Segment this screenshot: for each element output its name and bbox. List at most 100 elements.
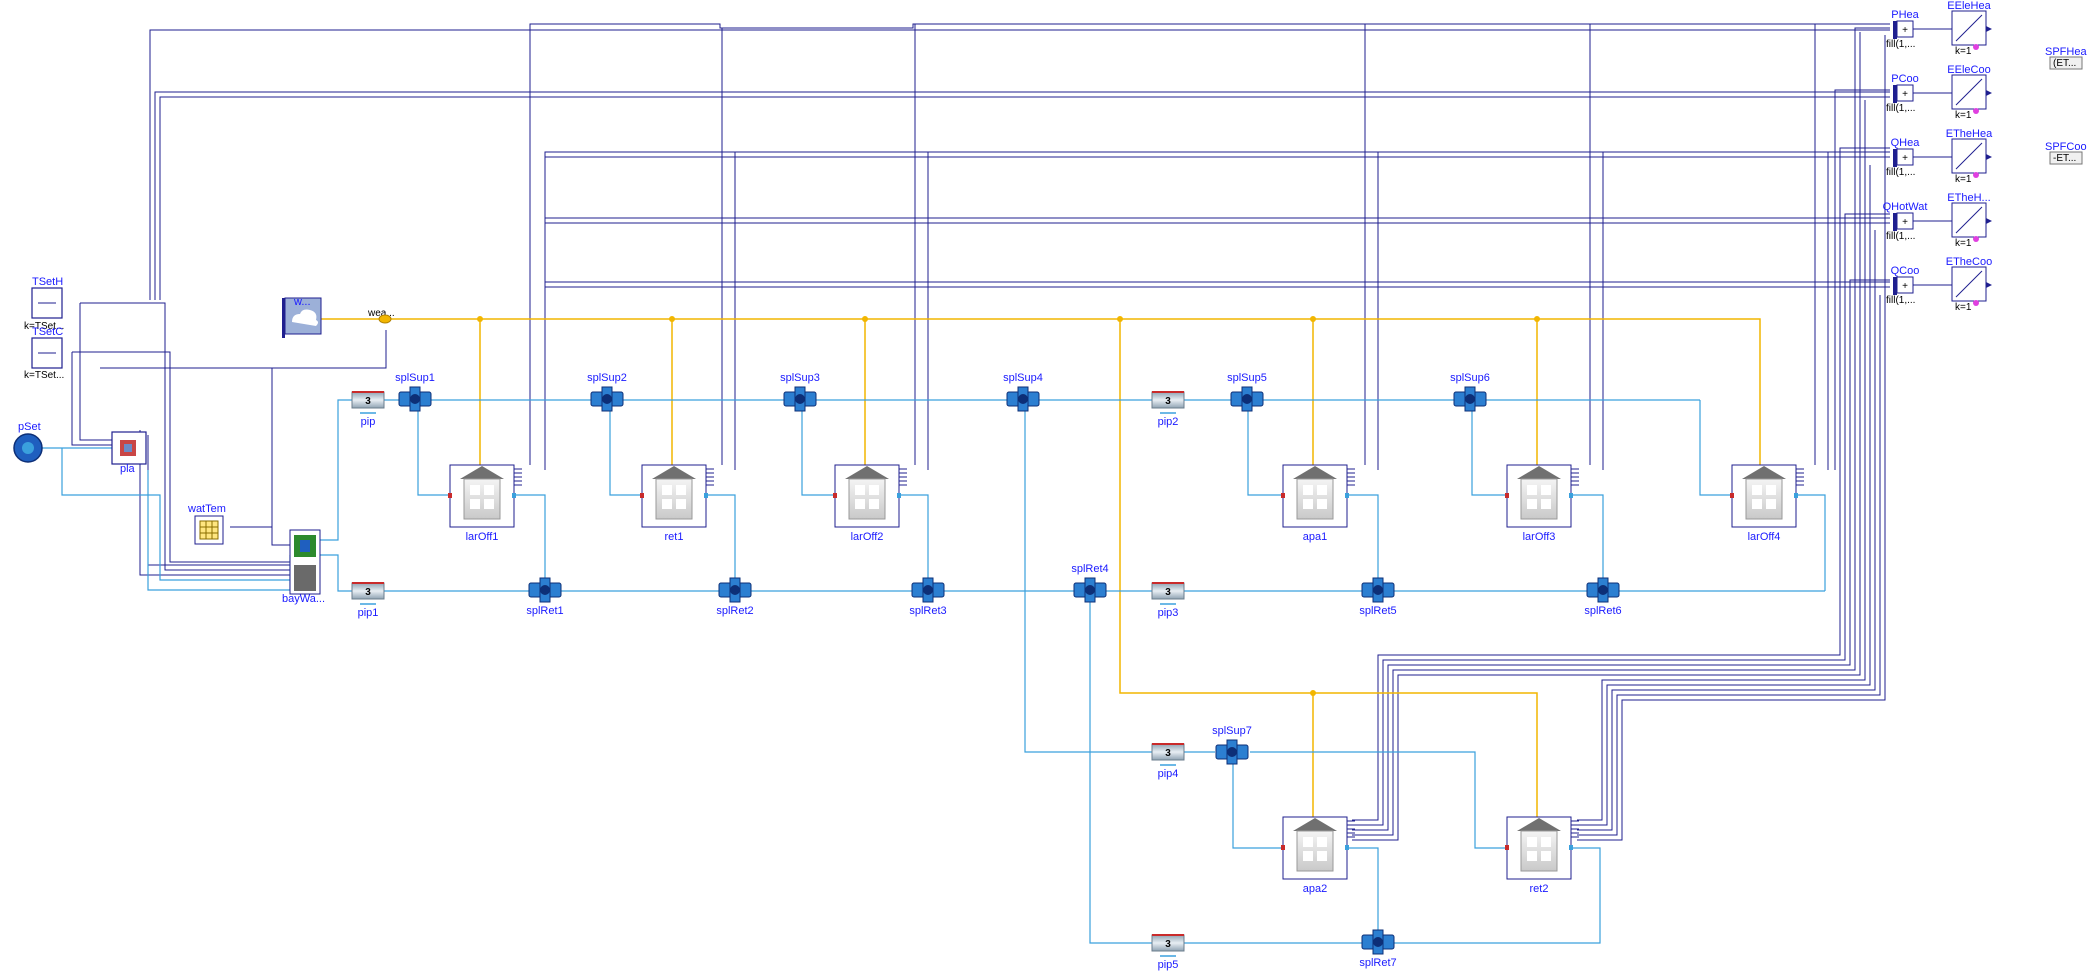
splitter-items: splSup1 splSup2 splSup3 splSup4 splSup5 splSu… bbox=[395, 372, 1622, 969]
sum-PCoo[interactable]: +PCoofill(1,... bbox=[1886, 73, 1952, 114]
splitter-splSup5[interactable]: splSup5 bbox=[1227, 372, 1267, 412]
pipe-value: 3 bbox=[365, 396, 371, 407]
integrator-param: k=1 bbox=[1955, 238, 1972, 249]
splitter-splSup3[interactable]: splSup3 bbox=[780, 372, 820, 412]
integrator-param: k=1 bbox=[1955, 110, 1972, 121]
splitter-label: splSup1 bbox=[395, 372, 435, 384]
splitter-label: splRet1 bbox=[526, 605, 563, 617]
splitter-splSup2[interactable]: splSup2 bbox=[587, 372, 627, 412]
pipe-pip[interactable]: 3 pip bbox=[351, 391, 385, 428]
integrator-param: k=1 bbox=[1955, 46, 1972, 57]
building-larOff4[interactable]: larOff4 bbox=[1730, 464, 1804, 543]
splitter-label: splRet7 bbox=[1359, 957, 1396, 969]
wattem-label: watTem bbox=[187, 503, 226, 515]
weather-bus-dots bbox=[477, 316, 1540, 696]
building-label: apa1 bbox=[1303, 531, 1327, 543]
integrator-param: k=1 bbox=[1955, 302, 1972, 313]
sum-QCoo[interactable]: +QCoofill(1,... bbox=[1886, 265, 1952, 306]
svg-text:+: + bbox=[1902, 281, 1908, 292]
wattem-block[interactable]: watTem bbox=[187, 503, 226, 545]
splitter-splRet2[interactable]: splRet2 bbox=[716, 577, 754, 617]
integrator-label: EEleHea bbox=[1947, 0, 1991, 12]
building-larOff1[interactable]: larOff1 bbox=[448, 464, 522, 543]
plant-block[interactable]: pla bbox=[111, 431, 147, 475]
integrator-label: EEleCoo bbox=[1947, 64, 1990, 76]
spfcoo-label: SPFCoo bbox=[2045, 141, 2087, 153]
splitter-splRet5[interactable]: splRet5 bbox=[1359, 577, 1397, 617]
building-ret2[interactable]: ret2 bbox=[1505, 816, 1579, 895]
splitter-splSup7[interactable]: splSup7 bbox=[1212, 725, 1252, 765]
splitter-splRet4[interactable]: splRet4 bbox=[1071, 563, 1109, 603]
integrator-ETheH...[interactable]: ETheH...k=1 bbox=[1947, 192, 1992, 249]
splitter-splSup4[interactable]: splSup4 bbox=[1003, 372, 1043, 412]
splitter-splRet1[interactable]: splRet1 bbox=[526, 577, 564, 617]
weather-label: w... bbox=[293, 296, 311, 308]
building-apa2[interactable]: apa2 bbox=[1281, 816, 1355, 895]
weather-bus-label: wea... bbox=[367, 308, 395, 319]
sum-QHea[interactable]: +QHeafill(1,... bbox=[1886, 137, 1952, 178]
tsetc-block[interactable]: TSetC k=TSet... bbox=[24, 326, 64, 381]
sum-label: QHotWat bbox=[1883, 201, 1928, 213]
building-larOff3[interactable]: larOff3 bbox=[1505, 464, 1579, 543]
integrator-param: k=1 bbox=[1955, 174, 1972, 185]
sum-param: fill(1,... bbox=[1886, 295, 1915, 306]
sum-PHea[interactable]: +PHeafill(1,... bbox=[1886, 9, 1952, 50]
building-larOff2[interactable]: larOff2 bbox=[833, 464, 907, 543]
building-ret1[interactable]: ret1 bbox=[640, 464, 714, 543]
weather-block[interactable]: w... wea... bbox=[282, 296, 395, 338]
pipe-value: 3 bbox=[1165, 748, 1171, 759]
splitter-label: splRet4 bbox=[1071, 563, 1108, 575]
sum-param: fill(1,... bbox=[1886, 167, 1915, 178]
pipe-label: pip4 bbox=[1158, 768, 1179, 780]
sum-QHotWat[interactable]: + QHotWat fill(1,... bbox=[1883, 201, 1952, 242]
pipe-value: 3 bbox=[1165, 939, 1171, 950]
pipe-label: pip1 bbox=[358, 607, 379, 619]
integrator-EEleHea[interactable]: EEleHea k=1 bbox=[1947, 0, 1992, 57]
svg-text:+: + bbox=[1902, 217, 1908, 228]
spfhea-label: SPFHea bbox=[2045, 46, 2087, 58]
sum-param: fill(1,... bbox=[1886, 231, 1915, 242]
plant-label: pla bbox=[120, 463, 136, 475]
splitter-splSup6[interactable]: splSup6 bbox=[1450, 372, 1490, 412]
pipe-pip4[interactable]: 3 pip4 bbox=[1151, 743, 1185, 780]
splitter-label: splSup6 bbox=[1450, 372, 1490, 384]
splitter-splRet6[interactable]: splRet6 bbox=[1584, 577, 1622, 617]
tseth-label: TSetH bbox=[32, 276, 63, 288]
tsetc-param: k=TSet... bbox=[24, 370, 64, 381]
pipe-value: 3 bbox=[1165, 396, 1171, 407]
pipe-label: pip2 bbox=[1158, 416, 1179, 428]
integrator-EEleCoo[interactable]: EEleCoo k=1 bbox=[1947, 64, 1992, 121]
splitter-splSup1[interactable]: splSup1 bbox=[395, 372, 435, 412]
spfcoo-output[interactable]: SPFCoo -ET... bbox=[2045, 141, 2087, 165]
tseth-block[interactable]: TSetH k=TSet... bbox=[24, 276, 64, 332]
integrator-ETheCoo[interactable]: ETheCoo k=1 bbox=[1946, 256, 1992, 313]
building-label: ret2 bbox=[1530, 883, 1549, 895]
splitter-label: splSup7 bbox=[1212, 725, 1252, 737]
splitter-label: splSup5 bbox=[1227, 372, 1267, 384]
splitter-label: splSup2 bbox=[587, 372, 627, 384]
building-icon bbox=[652, 466, 696, 479]
splitter-label: splSup3 bbox=[780, 372, 820, 384]
pipe-pip2[interactable]: 3 pip2 bbox=[1151, 391, 1185, 428]
splitter-splRet7[interactable]: splRet7 bbox=[1359, 929, 1397, 969]
pipe-label: pip bbox=[361, 416, 376, 428]
spfcoo-value: -ET... bbox=[2053, 153, 2076, 164]
splitter-label: splRet6 bbox=[1584, 605, 1621, 617]
spfhea-output[interactable]: SPFHea (ET... bbox=[2045, 46, 2087, 70]
baywater-block[interactable]: bayWa... bbox=[282, 529, 325, 605]
sum-param: fill(1,... bbox=[1886, 39, 1915, 50]
building-icon bbox=[1742, 466, 1786, 479]
building-icon bbox=[845, 466, 889, 479]
building-items: larOff1 ret1 larOff2 apa1 larOff3 larOff4 apa2… bbox=[448, 464, 1804, 895]
splitter-splRet3[interactable]: splRet3 bbox=[909, 577, 947, 617]
integrator-label: ETheCoo bbox=[1946, 256, 1992, 268]
pset-block[interactable]: pSet bbox=[13, 421, 43, 463]
building-apa1[interactable]: apa1 bbox=[1281, 464, 1355, 543]
